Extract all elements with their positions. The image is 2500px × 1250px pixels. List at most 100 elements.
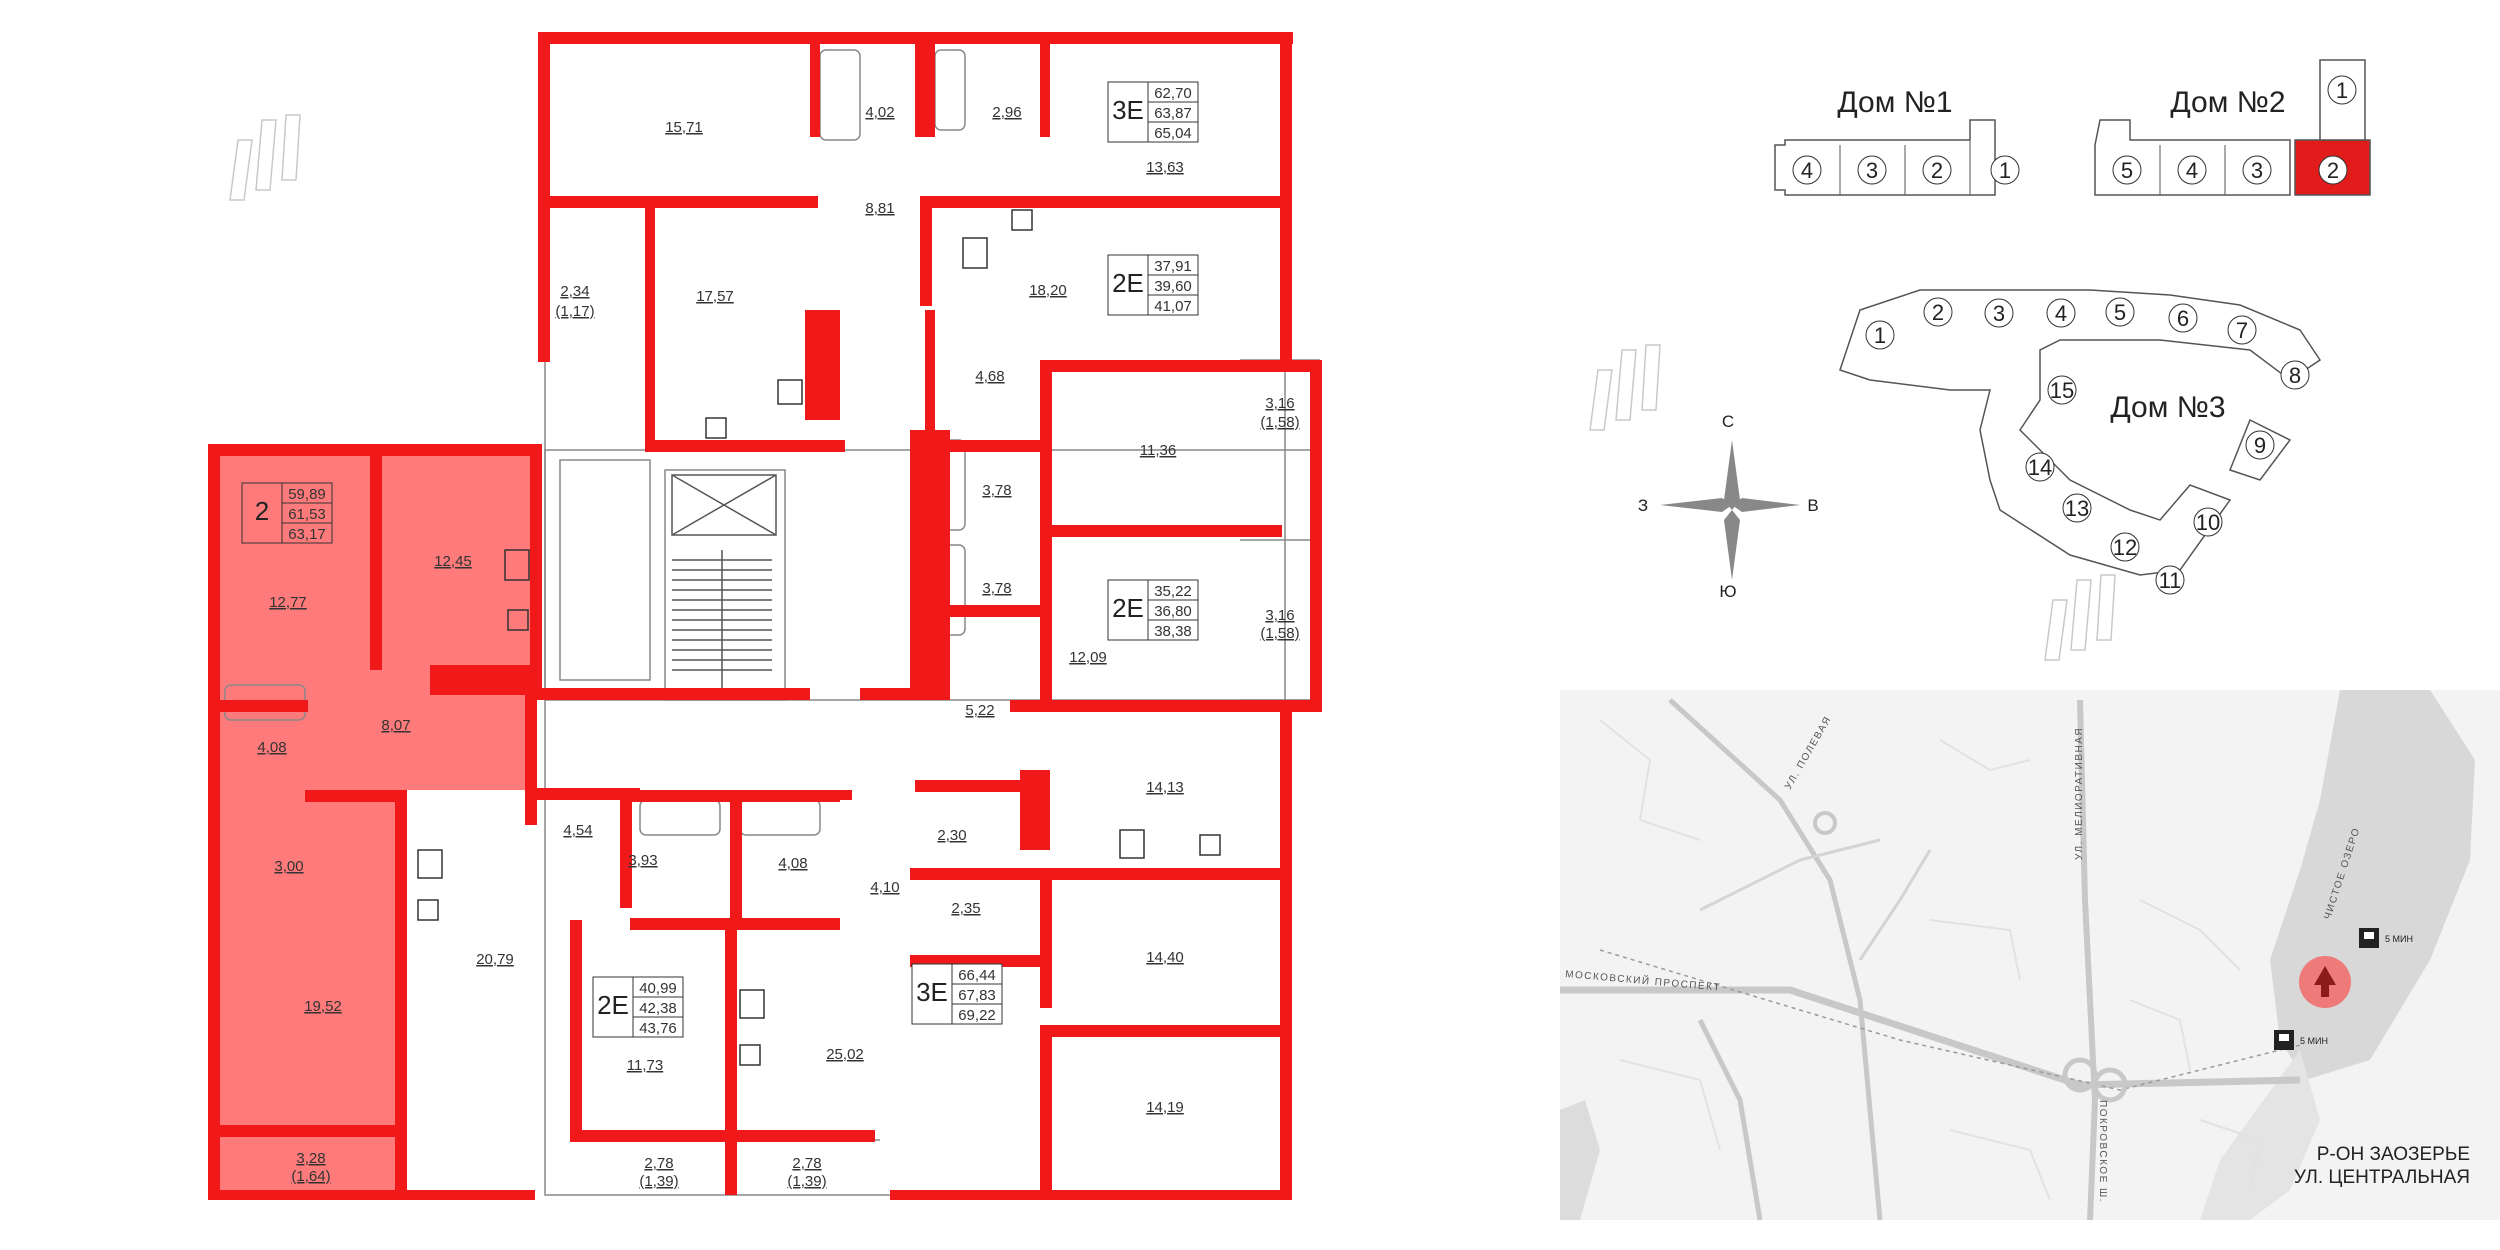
apartment-tag-3e-bottom[interactable]: 3Е 66,44 67,83 69,22 [911, 963, 1003, 1025]
apartment-area: 62,70 [1154, 85, 1192, 102]
svg-text:4: 4 [1801, 158, 1813, 183]
svg-text:11: 11 [2159, 568, 2182, 593]
house-1-plan: Дом №1 4 3 2 1 [1774, 86, 2020, 196]
room-area: 25,02 [826, 1046, 864, 1063]
room-area-sub: (1,17) [555, 303, 594, 320]
compass-west: З [1638, 496, 1648, 515]
svg-text:3: 3 [1993, 301, 2005, 326]
room-area: 11,73 [627, 1057, 663, 1074]
svg-text:2: 2 [1931, 158, 1943, 183]
svg-text:5: 5 [2121, 158, 2133, 183]
house-1-section[interactable]: 1 [1990, 155, 2020, 185]
room-area: 3,16 [1265, 607, 1294, 624]
room-area: 3,16 [1265, 395, 1294, 412]
svg-text:13: 13 [2065, 496, 2089, 521]
room-area: 12,09 [1069, 649, 1107, 666]
room-area: 5,22 [965, 702, 994, 719]
svg-text:3: 3 [2251, 158, 2263, 183]
svg-text:1: 1 [1999, 158, 2011, 183]
svg-text:9: 9 [2254, 433, 2266, 458]
apartment-area: 38,38 [1154, 623, 1192, 640]
apartment-area: 65,04 [1154, 125, 1192, 142]
transport-time: 5 МИН [2300, 1036, 2328, 1046]
room-area: 4,02 [865, 104, 894, 121]
svg-text:8: 8 [2289, 363, 2301, 388]
room-area: 2,30 [937, 827, 966, 844]
house-3-section[interactable]: 5 [2105, 297, 2135, 327]
room-area: 4,10 [870, 879, 899, 896]
walls [208, 32, 1322, 1200]
apartment-tag-2e-lower[interactable]: 2Е 40,99 42,38 43,76 [592, 976, 684, 1038]
room-area: 18,20 [1029, 282, 1067, 299]
house-3-section[interactable]: 2 [1923, 297, 1953, 327]
room-area: 3,28 [296, 1150, 325, 1167]
house-3-section[interactable]: 8 [2280, 360, 2310, 390]
stair-lift [671, 474, 777, 690]
compass-south: Ю [1719, 582, 1736, 601]
house-3-section[interactable]: 13 [2062, 493, 2092, 523]
apartment-tag-3e-top[interactable]: 3Е 62,70 63,87 65,04 [1107, 81, 1199, 143]
house-3-section[interactable]: 15 [2047, 375, 2077, 405]
room-area: 14,40 [1146, 949, 1184, 966]
selected-apartment-fill[interactable] [208, 450, 530, 1200]
apartment-type: 2Е [1112, 268, 1144, 298]
room-area: 2,34 [560, 283, 589, 300]
compass-north: С [1722, 412, 1734, 431]
house-2-section-selected[interactable]: 2 [2318, 155, 2348, 185]
svg-text:2: 2 [2327, 158, 2339, 183]
apartment-area: 63,87 [1154, 105, 1192, 122]
house-3-section[interactable]: 6 [2168, 303, 2198, 333]
house-3-section[interactable]: 7 [2227, 315, 2257, 345]
house-3-section[interactable]: 3 [1984, 298, 2014, 328]
svg-text:15: 15 [2050, 378, 2074, 403]
svg-text:5: 5 [2114, 300, 2126, 325]
room-area: 20,79 [476, 951, 514, 968]
apartment-area: 35,22 [1154, 583, 1192, 600]
transport-badge: 5 МИН [2359, 928, 2413, 948]
apartment-area: 63,17 [288, 526, 326, 543]
apartment-area: 39,60 [1154, 278, 1192, 295]
house-3-section[interactable]: 12 [2110, 532, 2140, 562]
apartment-tag-2e-upper[interactable]: 2Е 37,91 39,60 41,07 [1107, 254, 1199, 316]
room-area: 2,78 [644, 1155, 673, 1172]
location-map: МОСКОВСКИЙ ПРОСПЕКТ УЛ. МЕЛИОРАТИВНАЯ ЧИ… [1560, 690, 2500, 1221]
apartment-type: 2Е [597, 990, 629, 1020]
house-1-section[interactable]: 3 [1857, 155, 1887, 185]
apartment-area: 61,53 [288, 506, 326, 523]
house-1-section[interactable]: 2 [1922, 155, 1952, 185]
apartment-tag-2e-middle[interactable]: 2Е 35,22 36,80 38,38 [1107, 579, 1199, 641]
house-3-section[interactable]: 11 [2155, 565, 2185, 595]
room-area: 3,78 [982, 580, 1011, 597]
room-area: 8,81 [865, 200, 894, 217]
room-area: 17,57 [696, 288, 734, 305]
house-3-section[interactable]: 4 [2046, 298, 2076, 328]
house-2-section[interactable]: 3 [2242, 155, 2272, 185]
apartment-type: 3Е [1112, 95, 1144, 125]
district-label: Р-ОН ЗАОЗЕРЬЕ [2317, 1144, 2470, 1165]
street-label: ПОКРОВСКОЕ Ш. [2097, 1100, 2108, 1203]
apartment-area: 37,91 [1154, 258, 1192, 275]
house-3-section[interactable]: 9 [2245, 430, 2275, 460]
apartment-tag-2-selected[interactable]: 2 59,89 61,53 63,17 [241, 482, 333, 544]
room-area-sub: (1,39) [787, 1173, 826, 1190]
house-2-section[interactable]: 5 [2112, 155, 2142, 185]
svg-text:1: 1 [1874, 323, 1886, 348]
house-3-section[interactable]: 1 [1865, 320, 1895, 350]
room-area: 13,63 [1146, 159, 1184, 176]
apartment-area: 69,22 [958, 1007, 996, 1024]
house-3-plan: Дом №3 1 2 3 4 5 6 7 8 9 10 11 12 13 14 … [1839, 289, 2322, 595]
room-area: 2,35 [951, 900, 980, 917]
district-sub-label: УЛ. ЦЕНТРАЛЬНАЯ [2294, 1167, 2470, 1188]
house-3-section[interactable]: 10 [2193, 507, 2223, 537]
room-area: 15,71 [665, 119, 703, 136]
room-area: 2,96 [992, 104, 1021, 121]
room-area: 2,78 [792, 1155, 821, 1172]
room-area: 4,68 [975, 368, 1004, 385]
room-area-sub: (1,64) [291, 1168, 330, 1185]
house-1-section[interactable]: 4 [1792, 155, 1822, 185]
house-3-section[interactable]: 14 [2025, 452, 2055, 482]
house-2-section[interactable]: 1 [2327, 75, 2357, 105]
svg-text:6: 6 [2177, 306, 2189, 331]
house-2-section[interactable]: 4 [2177, 155, 2207, 185]
room-area: 4,54 [563, 822, 592, 839]
